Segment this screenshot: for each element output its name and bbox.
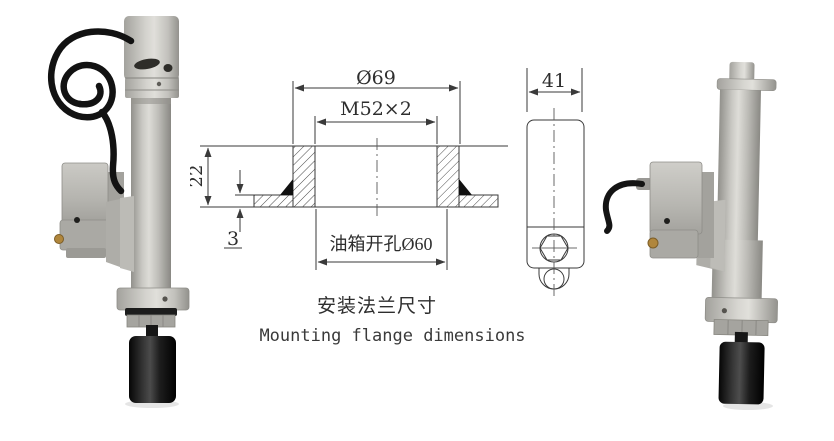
dim-tank-hole: 油箱开孔Ø60 bbox=[330, 234, 433, 254]
box-hole bbox=[664, 218, 670, 224]
brass-fitting bbox=[647, 237, 659, 249]
housing-outline bbox=[526, 119, 585, 290]
dimension-lines bbox=[526, 68, 583, 112]
top-cap bbox=[716, 61, 777, 91]
float-stem bbox=[734, 331, 748, 346]
power-cable bbox=[47, 28, 135, 195]
junction-box bbox=[602, 161, 714, 259]
weld-right bbox=[459, 179, 472, 195]
weld-left bbox=[280, 179, 293, 195]
housing-body bbox=[526, 119, 585, 269]
o-ring bbox=[125, 308, 177, 316]
dim-plate-thickness: 3 bbox=[227, 228, 239, 250]
flange-section-drawing: Ø69 M52×2 22 3 油箱开孔Ø60 bbox=[190, 67, 508, 270]
cap-screw bbox=[156, 81, 162, 87]
drawing-caption-zh: 安装法兰尺寸 bbox=[316, 296, 437, 317]
mounting-flange bbox=[116, 287, 190, 328]
dim-outer-diameter: Ø69 bbox=[356, 67, 396, 89]
dim-thread: M52×2 bbox=[340, 98, 412, 120]
float-stem bbox=[146, 325, 158, 338]
dim-flange-height: 22 bbox=[190, 165, 207, 188]
neck-wall-right bbox=[436, 145, 460, 208]
top-cap bbox=[124, 16, 179, 98]
flange-plate-left bbox=[253, 194, 294, 208]
flange-cross-section bbox=[200, 145, 508, 208]
flange-screw bbox=[162, 296, 168, 302]
probe-tube bbox=[711, 89, 763, 306]
float bbox=[129, 325, 176, 403]
power-cable bbox=[602, 180, 645, 234]
mounting-flange bbox=[704, 296, 778, 337]
brass-fitting bbox=[54, 234, 64, 244]
device-body bbox=[696, 61, 778, 405]
side-view-drawing: 41 bbox=[526, 68, 585, 300]
flange-screw bbox=[721, 308, 727, 314]
float-shadow bbox=[723, 402, 773, 410]
probe-tube bbox=[131, 96, 171, 292]
flange-plate-right bbox=[458, 194, 499, 208]
dimension-lines bbox=[204, 81, 461, 270]
box-hole bbox=[74, 217, 80, 223]
left-product-photo bbox=[47, 16, 190, 408]
dim-body-width: 41 bbox=[542, 70, 566, 92]
cap-hole bbox=[163, 64, 173, 72]
cap-knob bbox=[729, 61, 755, 82]
neck-wall-left bbox=[292, 145, 316, 208]
mounting-bracket bbox=[106, 196, 134, 272]
cap-slot bbox=[134, 58, 160, 70]
drawing-caption-en: Mounting flange dimensions bbox=[259, 326, 526, 346]
float bbox=[718, 331, 765, 405]
right-product-photo bbox=[602, 61, 778, 410]
